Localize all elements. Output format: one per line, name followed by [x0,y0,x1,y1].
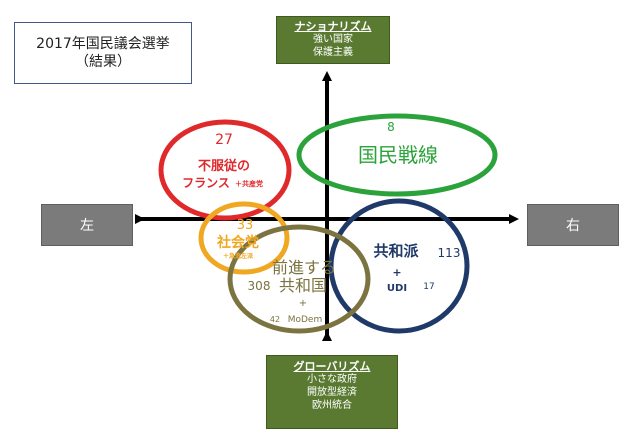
globalism-heading: グローバリズム [293,360,371,373]
lr-seats: 113 [438,246,461,260]
fi-suffix: ＋共産党 [235,179,263,188]
nationalism-line: 強い国家 [313,34,353,45]
globalism-line: 小さな政府 [307,374,357,385]
lrem-name2: 共和国 [279,276,327,295]
left-wing-box: 左 [41,204,133,246]
ellipse-socialist [198,201,290,275]
fi-name: 不服従の [198,158,250,174]
right-label: 右 [566,218,580,234]
ellipse-lrem [227,224,371,334]
ellipse-france-insoumise [158,119,292,221]
lrem-ally: MoDem [288,315,323,325]
lr-name: 共和派 [373,242,419,260]
title-line2: （結果） [75,54,131,70]
ellipse-republicans [328,198,470,334]
title-line1: 2017年国民議会選挙 [36,36,170,52]
lrem-name: 前進する [272,258,336,277]
fn-name: 国民戦線 [358,143,438,167]
ps-name: 社会党 [216,234,259,251]
right-wing-box: 右 [527,204,619,246]
nationalism-heading: ナショナリズム [294,20,372,33]
left-label: 左 [80,218,94,234]
globalism-line: 開放型経済 [307,387,357,398]
lrem-plus: + [299,298,307,309]
globalism-line: 欧州統合 [312,400,352,411]
ellipse-front-national [296,113,498,197]
lrem-ally-seats: 42 [270,315,280,324]
ps-suffix: ＋急進左派 [223,252,254,260]
lr-ally-seats: 17 [423,282,434,292]
ps-seats: 33 [237,218,254,233]
title-box: 2017年国民議会選挙 （結果） [14,22,192,84]
globalism-box: グローバリズム 小さな政府 開放型経済 欧州統合 [266,355,398,429]
nationalism-box: ナショナリズム 強い国家 保護主義 [276,16,390,64]
fi-seats: 27 [215,132,233,148]
nationalism-line: 保護主義 [313,47,353,58]
lr-ally: UDI [387,283,407,294]
fn-seats: 8 [387,120,395,134]
fi-name2: フランス [182,176,230,190]
lr-plus: + [392,266,401,279]
lrem-seats: 308 [248,279,271,293]
